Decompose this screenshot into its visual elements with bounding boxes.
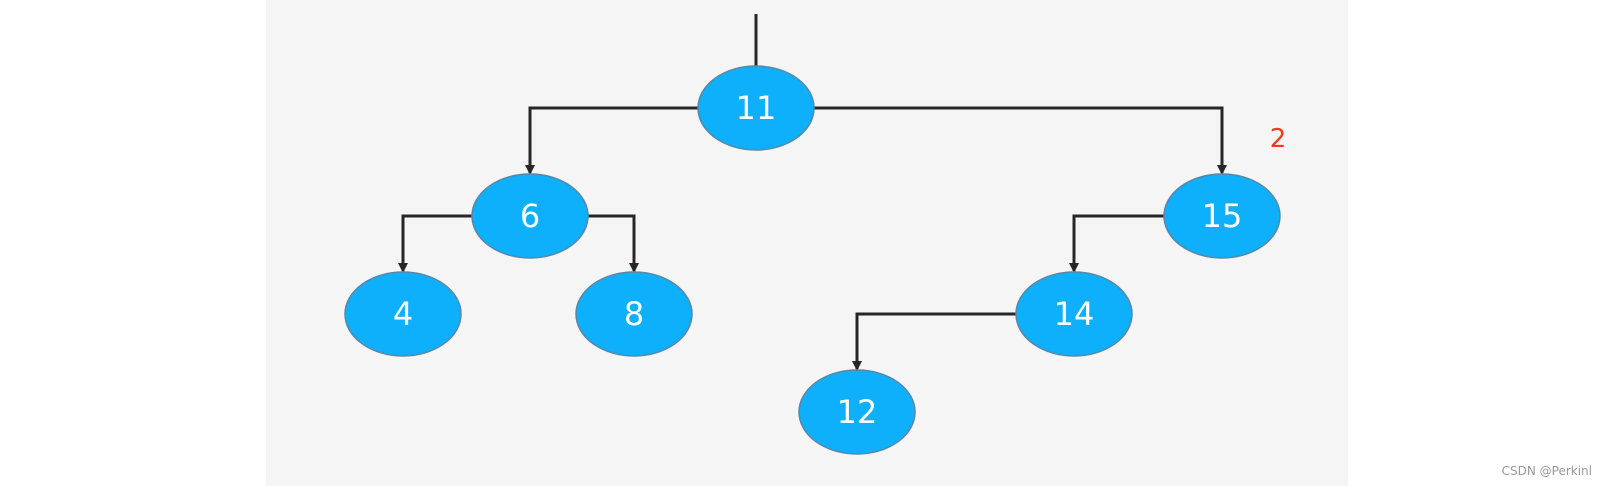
- edge-n6-n8: [588, 214, 639, 273]
- tree-node-11: 11: [697, 65, 815, 151]
- nodes-layer: 11 6 15 4 8 14 12: [344, 65, 1281, 455]
- tree-node-14: 14: [1015, 271, 1133, 357]
- edge-n14-n12: [852, 312, 1016, 371]
- node-ellipse: [1163, 173, 1281, 259]
- tree-node-4: 4: [344, 271, 462, 357]
- edge-n15-n14: [1069, 214, 1164, 273]
- tree-node-15: 15: [1163, 173, 1281, 259]
- node-label: 11: [736, 89, 777, 127]
- annotation-label: 2: [1270, 124, 1287, 154]
- node-label: 4: [393, 295, 413, 333]
- node-ellipse: [471, 173, 589, 259]
- tree-node-8: 8: [575, 271, 693, 357]
- tree-node-6: 6: [471, 173, 589, 259]
- node-label: 6: [520, 197, 540, 235]
- node-ellipse: [798, 369, 916, 455]
- node-label: 15: [1202, 197, 1243, 235]
- node-label: 8: [624, 295, 644, 333]
- node-ellipse: [1015, 271, 1133, 357]
- node-label: 12: [837, 393, 878, 431]
- watermark: CSDN @Perkinl: [1501, 464, 1592, 478]
- node-ellipse: [344, 271, 462, 357]
- node-label: 14: [1054, 295, 1095, 333]
- edge-n11-n6: [525, 106, 698, 175]
- tree-node-12: 12: [798, 369, 916, 455]
- edge-n11-n15: [814, 106, 1227, 175]
- node-ellipse: [575, 271, 693, 357]
- edge-n6-n4: [398, 214, 472, 273]
- node-ellipse: [697, 65, 815, 151]
- edges-layer: [398, 106, 1227, 371]
